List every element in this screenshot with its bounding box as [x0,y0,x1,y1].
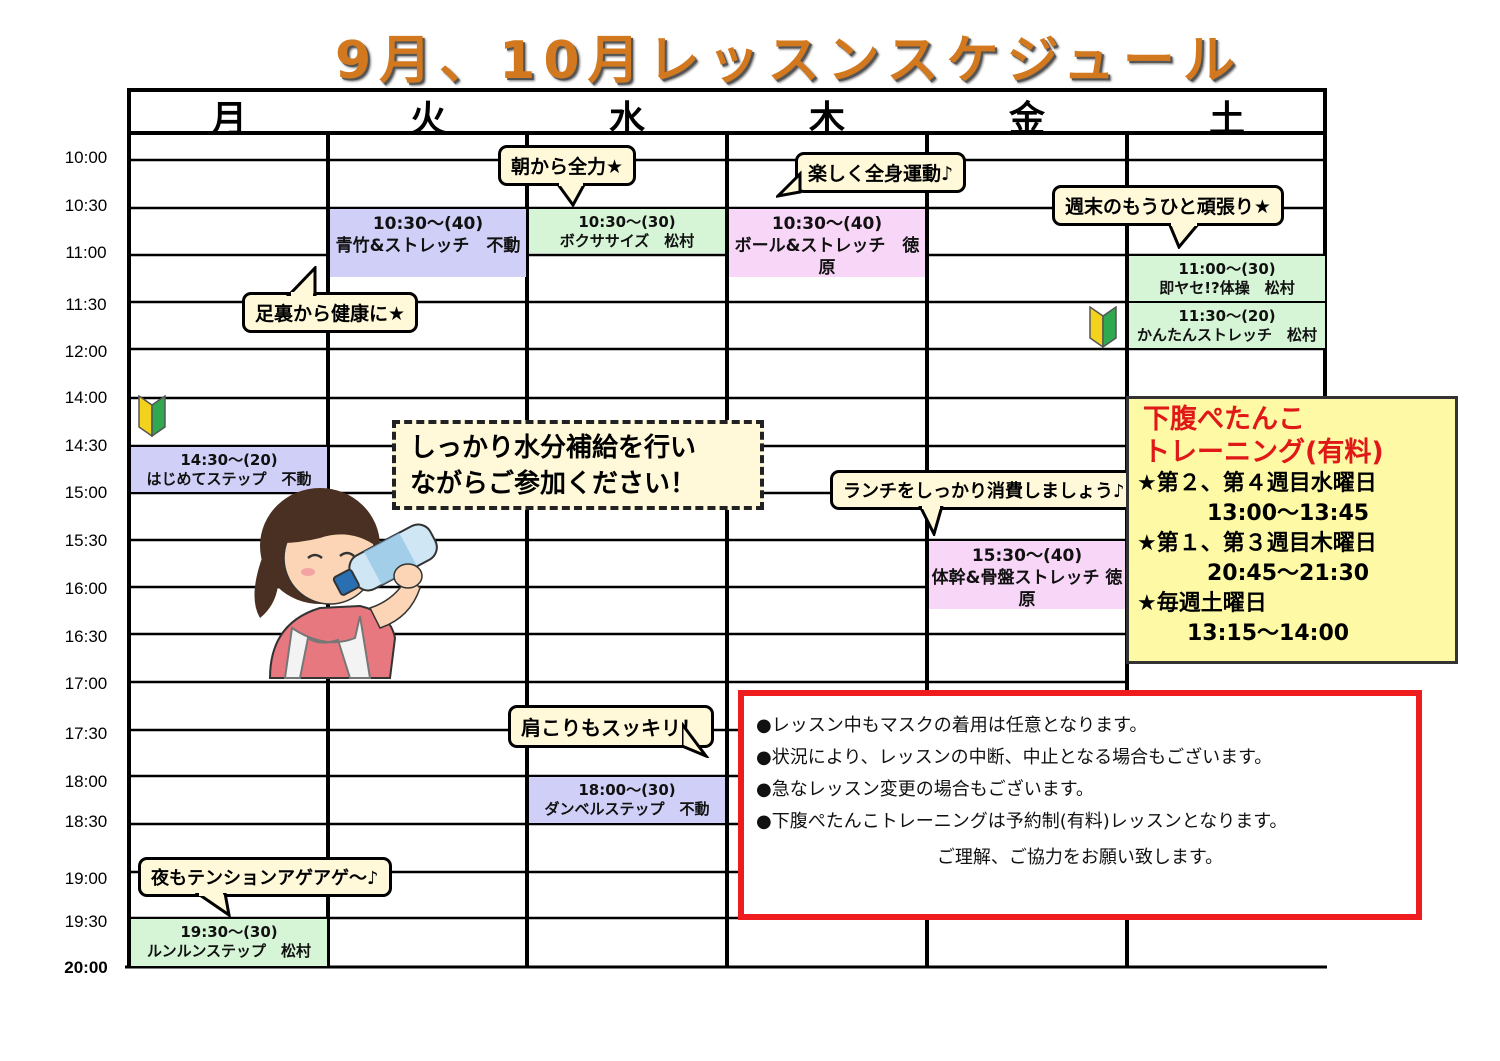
lesson-name: 青竹&ストレッチ 不動 [335,236,521,256]
bubble-tail [195,893,231,917]
bubble-tue: 足裏から健康に★ [242,292,419,333]
lesson-name: ボール&ストレッチ 徳原 [734,236,920,277]
day-header-tue: 火 [409,99,446,140]
lesson-wed-1030[interactable]: 10:30～(30) ボクササイズ 松村 [529,209,725,253]
time-label: 10:30 [64,196,108,215]
lesson-name: ボクササイズ 松村 [559,232,695,250]
time-label: 18:00 [64,772,108,791]
lesson-time: 11:00～(30) [1178,260,1276,278]
bubble-thu: 楽しく全身運動♪ [795,152,967,193]
bubble-tail [285,266,317,296]
bubble-tail [918,506,944,536]
lesson-thu-1030[interactable]: 10:30～(40) ボール&ストレッチ 徳原 [729,209,925,277]
lesson-time: 11:30～(20) [1178,307,1276,325]
lesson-fri-1530[interactable]: 15:30～(40) 体幹&骨盤ストレッチ 徳原 [929,541,1125,609]
time-label: 11:30 [65,295,107,314]
time-label: 16:30 [64,627,108,646]
info-line: ●急なレッスン変更の場合もございます。 [756,779,1094,800]
beginner-mark-icon [1089,306,1117,348]
lesson-wed-1800[interactable]: 18:00～(30) ダンベルステップ 不動 [529,777,725,823]
promo-schedule-day: ★毎週土曜日 [1137,591,1267,616]
bubble-mon-evening: 夜もテンションアゲアゲ～♪ [138,857,392,897]
info-notice-box: ●レッスン中もマスクの着用は任意となります。 ●状況により、レッスンの中断、中止… [738,690,1422,920]
bubble-wed: 朝から全力★ [498,145,637,186]
bubble-sat: 週末のもうひと頑張り★ [1052,185,1284,226]
time-label: 12:00 [64,342,108,361]
bubble-wed-evening: 肩こりもスッキリ！ [508,705,714,748]
promo-schedule-day: ★第２、第４週目水曜日 [1137,471,1377,496]
promo-title: トレーニング(有料) [1143,437,1384,468]
info-closing: ご理解、ご協力をお願い致します。 [936,847,1224,868]
lesson-time: 10:30～(40) [771,214,883,234]
lesson-name: はじめてステップ 不動 [146,470,312,488]
woman-drinking-water-illustration [254,488,438,679]
time-label: 10:00 [64,148,108,167]
time-label: 11:00 [65,243,107,262]
info-line: ●下腹ぺたんこトレーニングは予約制(有料)レッスンとなります。 [756,811,1288,832]
page-title: 9月、10月レッスンスケジュール [335,31,1243,91]
time-label: 15:30 [64,531,108,550]
promo-schedule-time: 13:00～13:45 [1207,501,1370,526]
time-label: 17:00 [64,674,108,693]
lesson-mon-1930[interactable]: 19:30～(30) ルンルンステップ 松村 [131,919,327,966]
bubble-tail [776,170,802,198]
bubble-fri: ランチをしっかり消費しましょう♪ [830,470,1138,510]
time-label: 19:30 [64,912,108,931]
lesson-time: 10:30～(40) [372,214,484,234]
day-header-mon: 月 [210,99,247,140]
promo-box: 下腹ぺたんこ トレーニング(有料) ★第２、第４週目水曜日 13:00～13:4… [1126,396,1458,664]
lesson-sat-1100[interactable]: 11:00～(30) 即ヤセ!?体操 松村 [1129,256,1325,301]
bubble-tail [1167,223,1201,249]
lesson-name: ダンベルステップ 不動 [544,800,710,818]
notice-line: しっかり水分補給を行い [410,433,697,463]
lesson-name: 体幹&骨盤ストレッチ 徳原 [931,568,1123,609]
time-label: 14:30 [64,436,108,455]
day-header-fri: 金 [1008,99,1045,140]
time-label: 15:00 [64,483,108,502]
bubble-tail [682,722,710,758]
promo-schedule-time: 20:45～21:30 [1207,561,1370,586]
lesson-time: 10:30～(30) [578,213,676,231]
time-label: 20:00 [64,958,108,977]
day-header-sat: 土 [1208,99,1245,140]
info-line: ●状況により、レッスンの中断、中止となる場合もございます。 [756,747,1273,768]
day-header-thu: 木 [808,99,845,140]
time-label: 16:00 [64,579,108,598]
time-label: 17:30 [64,724,108,743]
lesson-time: 19:30～(30) [180,923,278,941]
lesson-sat-1130[interactable]: 11:30～(20) かんたんストレッチ 松村 [1129,303,1325,348]
lesson-time: 14:30～(20) [180,451,278,469]
time-label: 18:30 [64,812,108,831]
info-line: ●レッスン中もマスクの着用は任意となります。 [756,715,1148,736]
lesson-name: かんたんストレッチ 松村 [1136,326,1317,344]
bubble-tail [555,183,587,207]
time-label: 14:00 [64,388,108,407]
promo-title: 下腹ぺたんこ [1143,404,1305,435]
promo-schedule-day: ★第１、第３週目木曜日 [1137,531,1377,556]
beginner-mark-icon [138,395,166,437]
lesson-tue-1030[interactable]: 10:30～(40) 青竹&ストレッチ 不動 [330,209,526,277]
hydration-notice: しっかり水分補給を行い ながらご参加ください！ [392,420,764,510]
lesson-name: ルンルンステップ 松村 [146,942,312,960]
time-label: 19:00 [64,869,108,888]
promo-schedule-time: 13:15～14:00 [1187,621,1350,646]
notice-line: ながらご参加ください！ [410,469,697,499]
lesson-time: 18:00～(30) [578,781,676,799]
lesson-name: 即ヤセ!?体操 松村 [1159,279,1295,297]
day-header-wed: 水 [608,99,645,140]
lesson-mon-1430[interactable]: 14:30～(20) はじめてステップ 不動 [131,447,327,492]
lesson-time: 15:30～(40) [971,546,1083,566]
